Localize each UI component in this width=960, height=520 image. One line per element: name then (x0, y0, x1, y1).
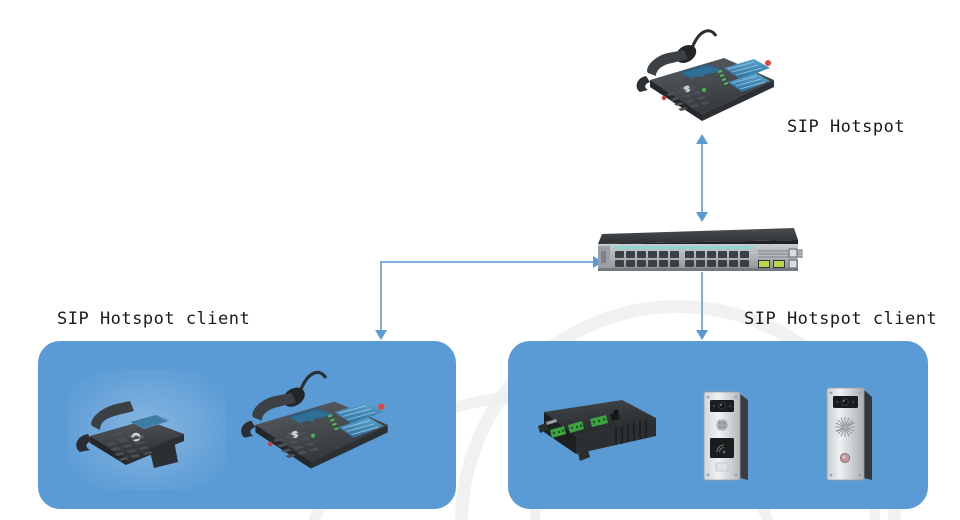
connector-switch-to-right-group (701, 272, 703, 334)
label-sip-hotspot-client-right: SIP Hotspot client (744, 309, 938, 329)
arrowhead-up-hotspot (696, 134, 708, 144)
ip-desk-phone (68, 370, 226, 490)
connector-switch-to-left-group-vertical (380, 261, 382, 333)
arrowhead-down-right-group (696, 330, 708, 340)
connector-switch-to-hotspot (701, 142, 703, 220)
door-phone-button (822, 386, 878, 486)
arrowhead-down-switch (696, 212, 708, 222)
connector-switch-to-left-group-horizontal (380, 261, 595, 263)
arrowhead-down-left-group (375, 330, 387, 340)
executive-ip-phone-client (232, 356, 392, 496)
paging-gateway (524, 392, 664, 478)
executive-ip-phone-hotspot (628, 18, 778, 144)
label-sip-hotspot-client-left: SIP Hotspot client (57, 309, 251, 329)
ethernet-switch (592, 218, 804, 274)
door-phone-keypad (700, 390, 754, 486)
label-sip-hotspot: SIP Hotspot (787, 117, 906, 137)
